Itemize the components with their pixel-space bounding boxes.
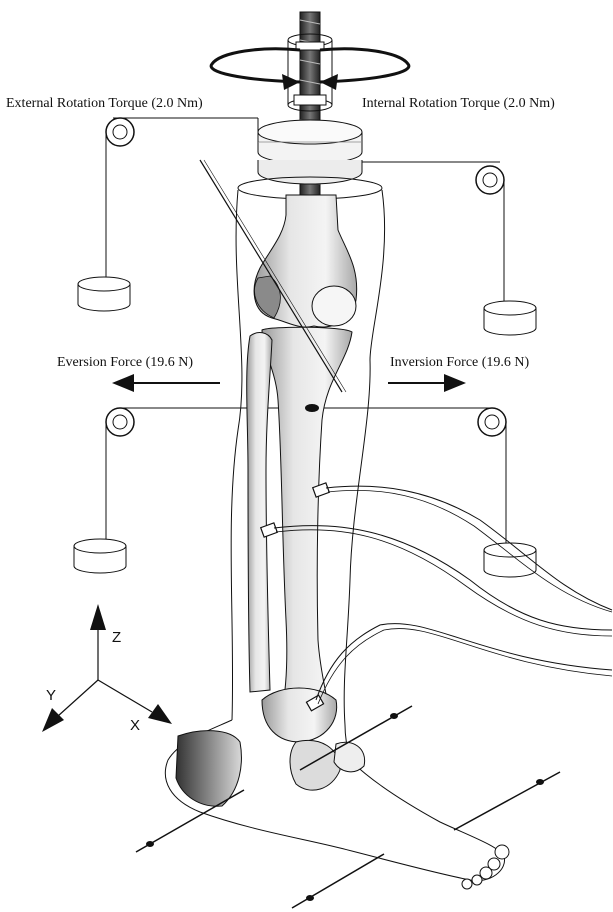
heel-bone bbox=[176, 731, 241, 807]
toe-icon bbox=[472, 875, 482, 885]
inversion-force-label: Inversion Force (19.6 N) bbox=[390, 355, 529, 371]
external-rotation-label: External Rotation Torque (2.0 Nm) bbox=[6, 96, 203, 112]
weight-icon bbox=[74, 539, 126, 573]
toe-icon bbox=[462, 879, 472, 889]
femur-bone bbox=[254, 195, 357, 327]
weight-icon bbox=[484, 543, 536, 577]
weight-icon bbox=[484, 301, 536, 335]
talus-bone bbox=[262, 688, 337, 742]
z-arrow-icon bbox=[90, 604, 106, 630]
axis-z-label: Z bbox=[112, 630, 121, 646]
y-arrow-icon bbox=[42, 708, 64, 732]
tarsal-bone bbox=[290, 740, 340, 790]
weight-icon bbox=[78, 277, 130, 311]
eversion-force-label: Eversion Force (19.6 N) bbox=[57, 355, 193, 371]
coordinate-axes bbox=[42, 604, 172, 732]
tibia-bone bbox=[262, 327, 352, 710]
foot bbox=[165, 688, 509, 889]
toe-icon bbox=[495, 845, 509, 859]
toe-icon bbox=[480, 867, 492, 879]
axis-y-label: Y bbox=[46, 688, 56, 704]
x-arrow-icon bbox=[148, 704, 172, 724]
fibula-bone bbox=[247, 333, 272, 692]
eversion-arrow-icon bbox=[112, 374, 220, 392]
disc-platform bbox=[258, 120, 362, 184]
marker-dot bbox=[305, 404, 319, 412]
axis-x-label: X bbox=[130, 718, 140, 734]
internal-rotation-label: Internal Rotation Torque (2.0 Nm) bbox=[362, 96, 555, 112]
inversion-arrow-icon bbox=[388, 374, 466, 392]
